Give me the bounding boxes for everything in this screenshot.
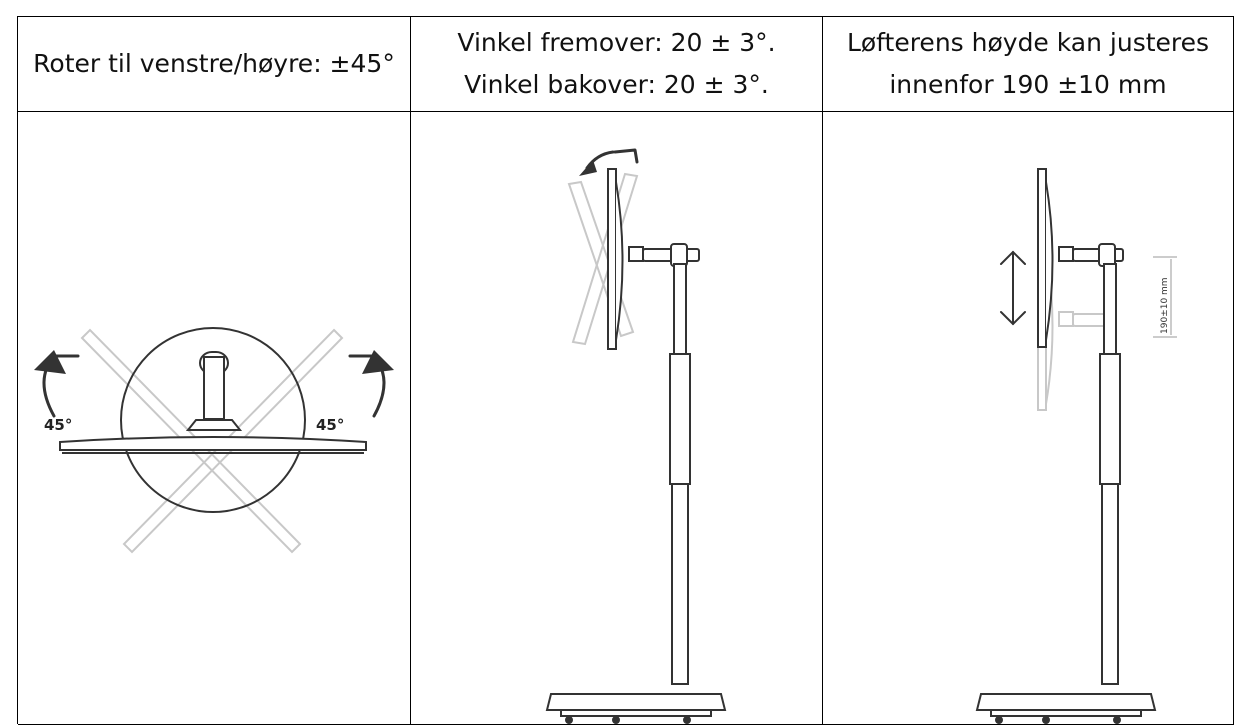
- feature-table: Roter til venstre/høyre: ±45° Vinkel fre…: [17, 16, 1234, 725]
- right-angle-label: 45°: [316, 416, 344, 434]
- swivel-text: Roter til venstre/høyre: ±45°: [33, 49, 395, 78]
- monitor-side-view-height: [1037, 168, 1124, 348]
- tilt-forward-text: Vinkel fremover: 20 ± 3°.: [457, 28, 776, 57]
- tilt-illustration: [545, 148, 727, 724]
- header-height: Løfterens høyde kan justeres innenfor 19…: [823, 17, 1234, 112]
- tilt-arrows-icon: [579, 148, 639, 176]
- dimension-label: 190±10 mm: [1160, 277, 1170, 334]
- stand-pole: [669, 263, 691, 685]
- height-text-line-1: Løfterens høyde kan justeres: [846, 28, 1210, 57]
- monitor-top-view: [59, 436, 367, 454]
- stand-neck: [185, 351, 243, 431]
- swivel-ghost-screens: [80, 328, 344, 554]
- header-tilt: Vinkel fremover: 20 ± 3°. Vinkel bakover…: [411, 17, 823, 112]
- header-swivel: Roter til venstre/høyre: ±45°: [18, 17, 411, 112]
- monitor-side-view: [607, 168, 700, 350]
- stand-base-circle: [120, 327, 306, 513]
- dimension-marker: [1153, 256, 1177, 338]
- tilt-backward-text: Vinkel bakover: 20 ± 3°.: [464, 70, 769, 99]
- stand-base: [545, 693, 727, 724]
- stand-pole-height: [1099, 263, 1121, 685]
- rotate-right-arrow-icon: [348, 350, 394, 418]
- swivel-illustration: 45° 45°: [34, 327, 394, 554]
- height-cell: 190±10 mm: [823, 112, 1234, 725]
- stand-base-height: [975, 693, 1157, 724]
- swivel-cell: 45° 45°: [18, 112, 411, 725]
- left-angle-label: 45°: [44, 416, 72, 434]
- tilt-ghost-screens: [567, 172, 639, 346]
- height-text-line-2: innenfor 190 ±10 mm: [889, 70, 1167, 99]
- up-down-arrow-icon: [1000, 250, 1026, 326]
- tilt-cell: [411, 112, 823, 725]
- rotate-left-arrow-icon: [34, 350, 80, 418]
- height-illustration: 190±10 mm: [975, 168, 1177, 724]
